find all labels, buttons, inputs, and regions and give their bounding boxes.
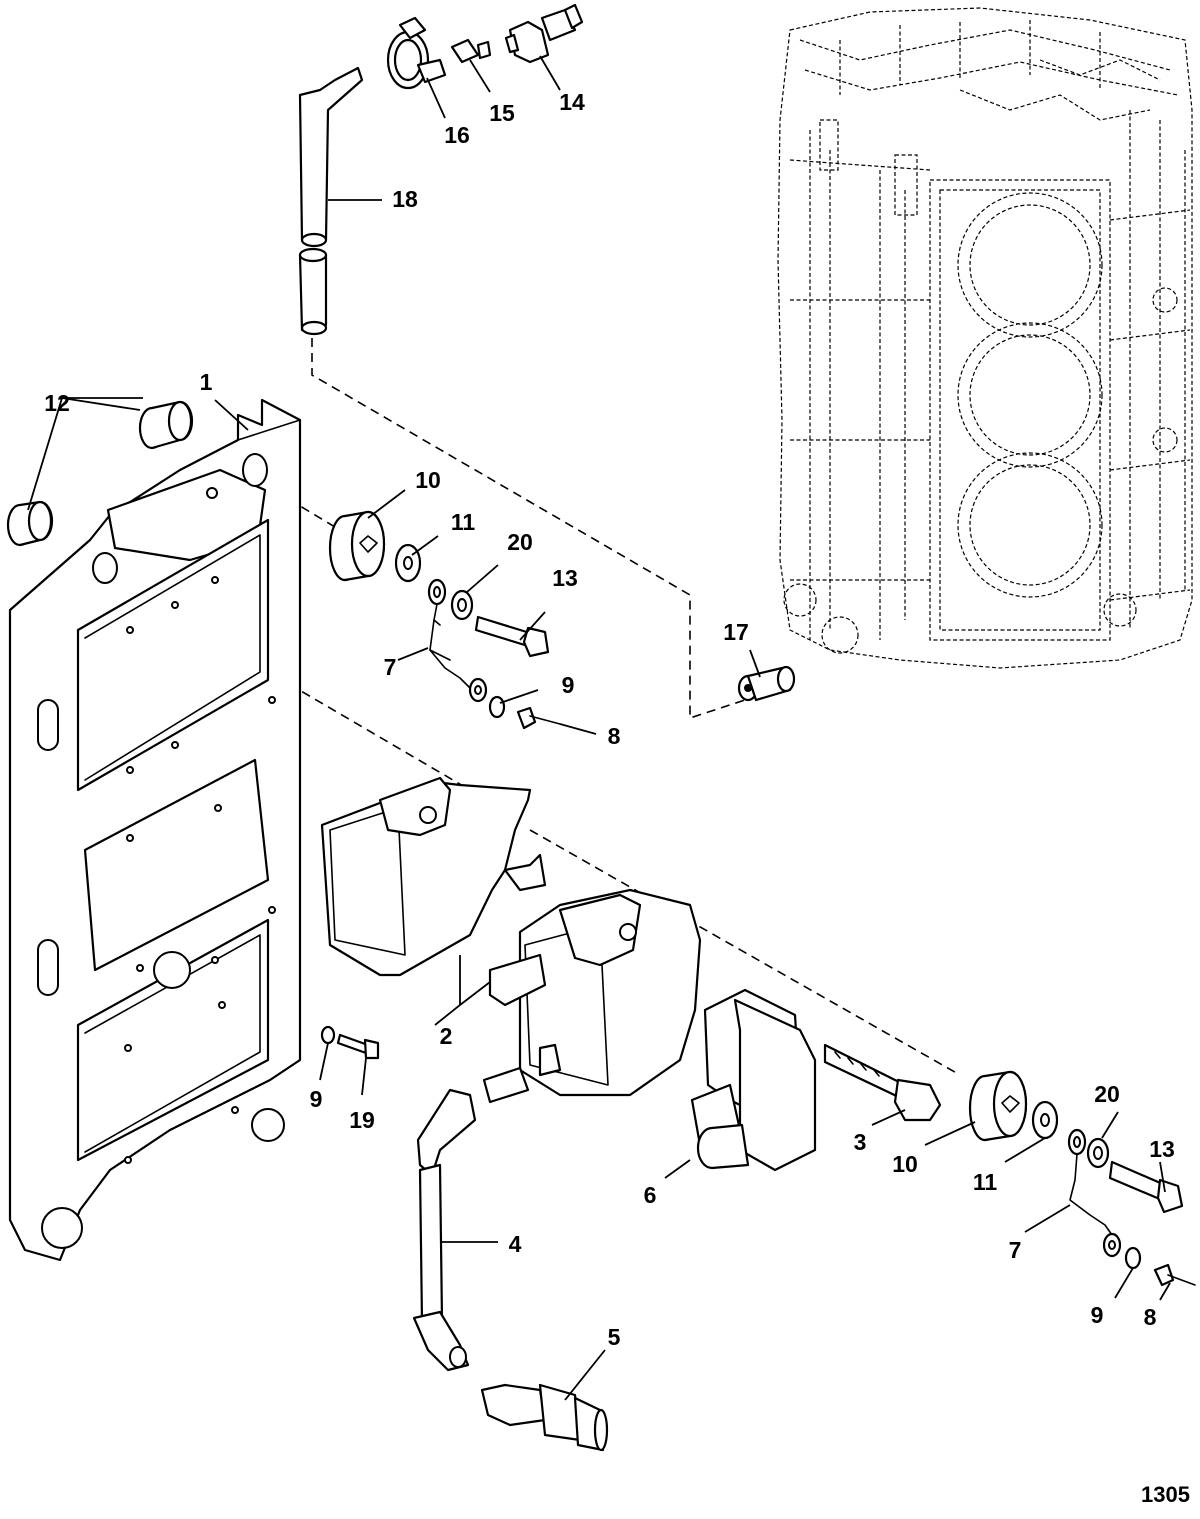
connector-bracket	[690, 988, 817, 1172]
callout-9-upper: 9	[562, 672, 575, 698]
callout-8-lower: 8	[1144, 1304, 1157, 1330]
fitting-17	[737, 665, 796, 702]
plate-hardware	[320, 1025, 380, 1060]
callout-7-lower: 7	[1009, 1237, 1022, 1263]
callout-11-upper: 11	[451, 509, 476, 535]
callout-10-upper: 10	[415, 467, 441, 493]
ignition-coils	[320, 776, 702, 1104]
figure-number: 1305	[1141, 1482, 1190, 1507]
callout-8-upper: 8	[608, 723, 621, 749]
callout-5: 5	[608, 1324, 621, 1350]
callout-10-lower: 10	[892, 1151, 918, 1177]
callout-20-lower: 20	[1094, 1081, 1120, 1107]
callout-7-upper: 7	[384, 654, 397, 680]
callout-11-lower: 11	[973, 1169, 998, 1195]
callout-2: 2	[440, 1023, 453, 1049]
callout-9-plate: 9	[310, 1086, 323, 1112]
leader-lines	[27, 55, 1171, 1401]
callout-13-lower: 13	[1149, 1136, 1175, 1162]
callout-labels: 1 2 3 4 5 6 7 7 8 8 9 9 9 10 10 11 11 12…	[44, 89, 1175, 1350]
callout-17: 17	[723, 619, 749, 645]
callout-12: 12	[44, 390, 70, 416]
callout-18: 18	[392, 186, 418, 212]
grommets	[6, 400, 194, 547]
spark-plug	[480, 1383, 609, 1452]
engine-block	[777, 7, 1193, 669]
callout-4: 4	[509, 1231, 522, 1257]
top-fittings	[386, 3, 584, 90]
lower-hardware	[968, 1070, 1196, 1287]
callout-15: 15	[489, 100, 515, 126]
callout-1: 1	[200, 369, 213, 395]
bolt-3	[823, 1043, 942, 1122]
callout-13-upper: 13	[552, 565, 578, 591]
callout-14: 14	[559, 89, 585, 115]
callout-3: 3	[854, 1129, 867, 1155]
callout-20-upper: 20	[507, 529, 533, 555]
callout-19: 19	[349, 1107, 375, 1133]
callout-16: 16	[444, 122, 470, 148]
spark-plug-lead	[412, 1088, 477, 1372]
hose-18	[298, 66, 364, 336]
callout-9-lower: 9	[1091, 1302, 1104, 1328]
callout-6: 6	[644, 1182, 657, 1208]
mounting-plate	[8, 398, 302, 1262]
